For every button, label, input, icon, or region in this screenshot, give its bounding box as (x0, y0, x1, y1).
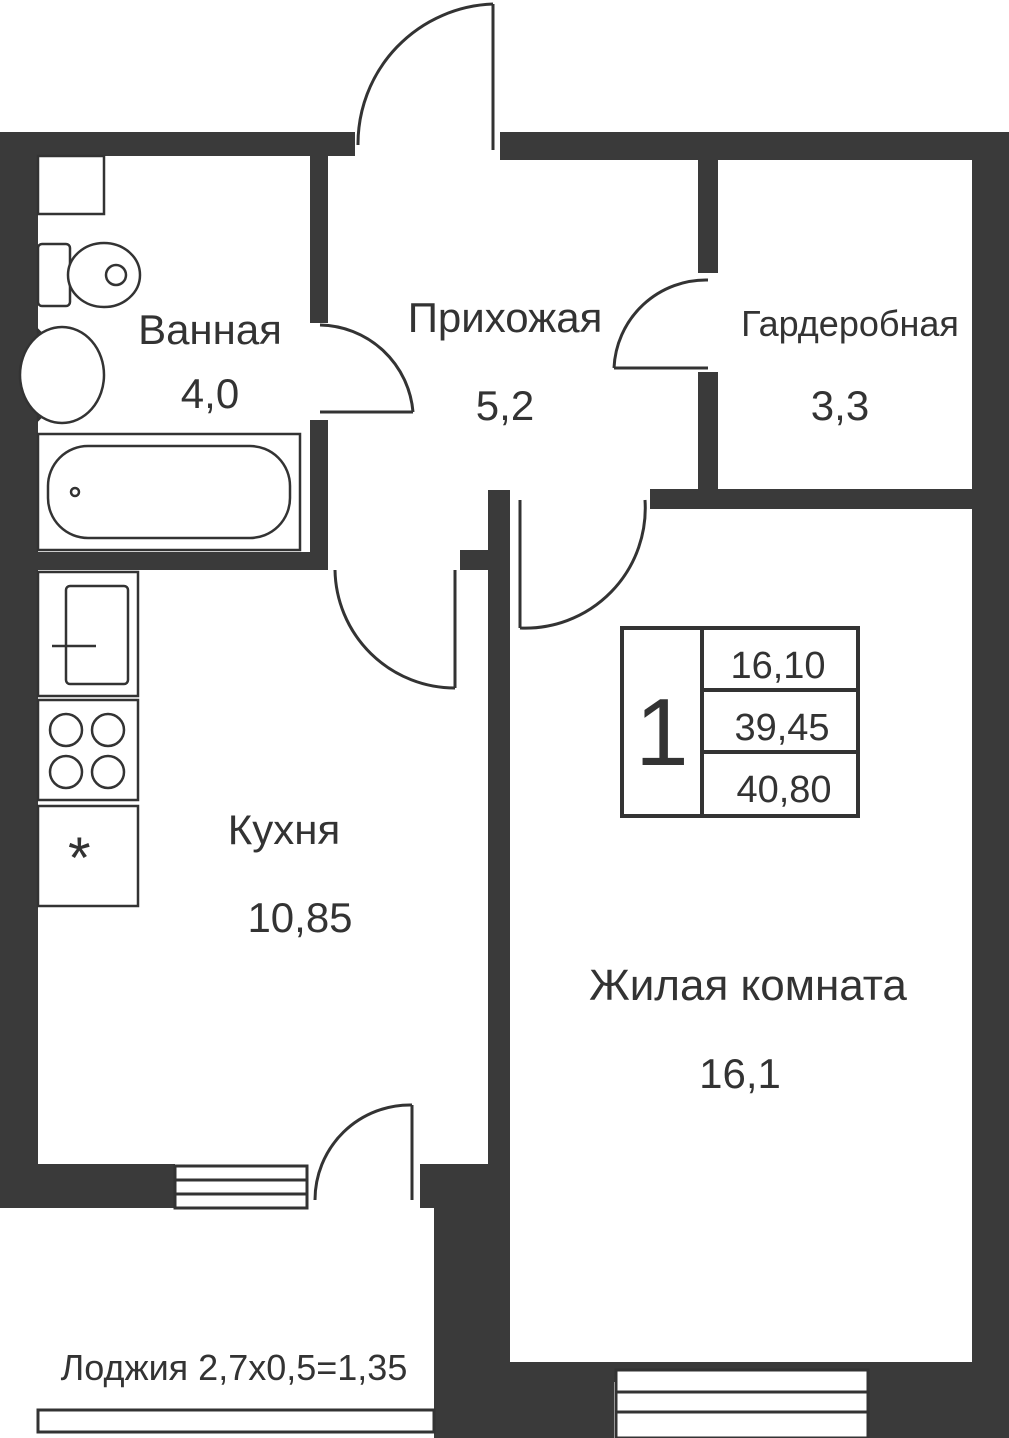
fridge-icon: * (68, 826, 91, 891)
kitchen-fixtures (36, 570, 140, 908)
living-name: Жилая комната (589, 961, 907, 1010)
doors (313, 2, 709, 1201)
wardrobe-name: Гардеробная (741, 303, 959, 344)
wardrobe-area: 3,3 (811, 382, 869, 429)
loggia-label: Лоджия 2,7х0,5=1,35 (61, 1347, 408, 1388)
bath-area: 4,0 (181, 370, 239, 417)
total-with-loggia: 40,80 (736, 769, 831, 811)
hall-name: Прихожая (408, 294, 603, 341)
total-area: 39,45 (734, 707, 829, 749)
bathroom-fixtures (18, 154, 302, 552)
bath-name: Ванная (138, 306, 282, 353)
kitchen-area: 10,85 (247, 894, 352, 941)
living-area-total: 16,10 (730, 645, 825, 687)
summary-table (620, 626, 860, 818)
rooms-count: 1 (635, 679, 688, 786)
kitchen-name: Кухня (228, 806, 340, 853)
walls (0, 132, 1009, 1438)
hall-area: 5,2 (476, 382, 534, 429)
living-area: 16,1 (699, 1050, 781, 1097)
windows (36, 1164, 870, 1438)
